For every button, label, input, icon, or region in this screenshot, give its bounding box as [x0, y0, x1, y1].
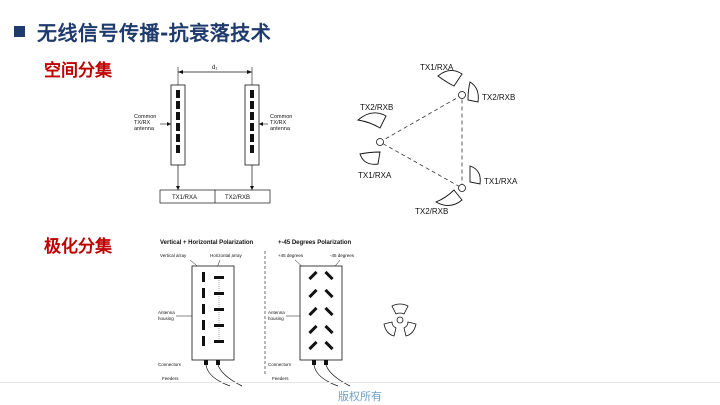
node-left: [376, 138, 384, 146]
three-sector-antenna-icon: [383, 303, 417, 337]
paddle-left-top: [356, 112, 387, 129]
triangle-dashed-links: [379, 94, 463, 189]
label-connectors-left: Connectors: [158, 362, 182, 367]
left-antenna-elements: [176, 90, 180, 153]
space-diversity-diagram: d₁ Common TX/RX antenna Common TX/RX ant…: [134, 65, 294, 204]
paddle-top-right: [467, 81, 479, 103]
paddle-top-left: [437, 70, 463, 87]
footer-divider: [0, 382, 720, 383]
label-bottom-right: TX1/RXA: [484, 177, 518, 186]
cross-polar-elements: [308, 270, 334, 351]
distance-label: d₁: [212, 65, 217, 71]
polarization-diversity-diagram: Vertical + Horizontal Polarization +-45 …: [158, 240, 355, 387]
triangle-sector-diagram: TX1/RXA TX2/RXB TX2/RXB TX1/RXA TX1/RXA …: [356, 63, 518, 216]
node-top: [458, 91, 466, 99]
polar-title-right: +-45 Degrees Polarization: [278, 240, 352, 246]
left-connector-2: [216, 360, 220, 365]
polar-title-left: Vertical + Horizontal Polarization: [160, 240, 254, 246]
label-horizontal-array: Horizontal array: [210, 253, 243, 258]
slide-title-bar: 无线信号传播-抗衰落技术: [14, 18, 272, 45]
right-connector-1: [312, 360, 316, 365]
right-polar-housing: [299, 265, 343, 361]
horizontal-array-elements: [214, 276, 224, 343]
left-antenna-label: Common TX/RX antenna: [134, 114, 158, 132]
sector-antennas: [356, 70, 481, 206]
label-plus45: +45 degrees: [278, 253, 304, 258]
left-feeder-1: [205, 364, 231, 387]
right-feeder-1: [313, 364, 339, 387]
left-feeder-2: [217, 364, 243, 387]
left-antenna-pointer-head: [167, 122, 171, 126]
port-right-label: TX2/RXB: [225, 195, 250, 201]
label-top-right: TX2/RXB: [482, 93, 515, 102]
label-bottom: TX2/RXB: [415, 207, 448, 216]
paddle-bottom-left: [434, 189, 463, 206]
right-connector-2: [324, 360, 328, 365]
paddle-bottom-right: [469, 165, 481, 185]
paddle-left-bottom: [359, 151, 381, 165]
footer-copyright: 版权所有: [338, 390, 382, 403]
vertical-array-elements: [202, 272, 205, 346]
left-connector-1: [204, 360, 208, 365]
slide-title: 无线信号传播-抗衰落技术: [37, 20, 272, 45]
left-feed-arrow: [176, 186, 180, 190]
label-feeders-left: Feeders: [162, 376, 179, 381]
section-title-polarization-diversity: 极化分集: [44, 237, 112, 257]
distance-arrow-right-head: [247, 70, 252, 74]
left-polar-housing: [191, 265, 235, 361]
label-connectors-right: Connectors: [268, 362, 292, 367]
label-feeders-right: Feeders: [272, 376, 289, 381]
distance-arrow-left-head: [178, 70, 183, 74]
label-antenna-housing-right: Antenna housing: [268, 310, 286, 321]
right-feeder-2: [325, 364, 351, 387]
title-bullet-square: [14, 25, 25, 37]
right-antenna-elements: [250, 90, 254, 153]
section-title-space-diversity: 空间分集: [44, 61, 112, 81]
label-top-left: TX2/RXB: [360, 103, 393, 112]
right-feed-arrow: [250, 186, 254, 190]
label-vertical-array: Vertical array: [160, 253, 187, 258]
label-top: TX1/RXA: [420, 63, 454, 72]
label-minus45: -45 degrees: [330, 253, 355, 258]
port-left-label: TX1/RXA: [172, 195, 197, 201]
node-bottom: [458, 184, 466, 192]
right-antenna-label: Common TX/RX antenna: [270, 114, 294, 132]
right-antenna-pointer-head: [259, 122, 263, 126]
label-left: TX1/RXA: [358, 171, 392, 180]
label-antenna-housing-left: Antenna housing: [158, 310, 176, 321]
